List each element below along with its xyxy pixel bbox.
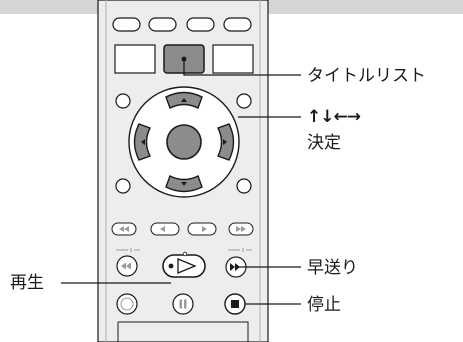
top-pill-button-3[interactable] <box>186 17 215 32</box>
callout-fast-forward: 早送り <box>307 258 358 278</box>
remote-inner-edge <box>105 0 261 342</box>
right-rect-button[interactable] <box>212 44 254 74</box>
callout-title-list: タイトルリスト <box>307 66 426 86</box>
callout-stop: 停止 <box>307 295 341 315</box>
callout-arrows: ↑↓←→ <box>307 107 361 127</box>
callout-play: 再生 <box>10 273 44 293</box>
top-pill-button-4[interactable] <box>223 17 252 32</box>
arrow-left-icon <box>141 139 145 145</box>
callout-enter: 決定 <box>307 133 341 153</box>
bottom-left-button[interactable] <box>116 293 138 315</box>
direction-pad <box>128 86 240 198</box>
play-button-dot <box>182 251 188 257</box>
transport-mini-icons <box>119 226 246 232</box>
stop-icon <box>231 300 239 308</box>
next-track-icon <box>236 226 246 232</box>
step-forward-icon <box>202 226 207 232</box>
previous-track-icon <box>119 226 129 232</box>
top-pill-buttons <box>112 17 252 32</box>
pause-button[interactable] <box>172 293 194 315</box>
side-button-top-right[interactable] <box>236 93 252 109</box>
fast-forward-icon <box>230 263 240 271</box>
step-back-icon <box>160 226 165 232</box>
top-pill-button-2[interactable] <box>148 17 177 32</box>
arrow-right-icon <box>223 139 227 145</box>
rewind-icon <box>121 262 131 270</box>
side-button-bottom-left[interactable] <box>115 178 131 194</box>
arrow-up-icon <box>181 98 187 102</box>
pause-icon <box>179 299 187 309</box>
left-rect-button[interactable] <box>114 44 156 74</box>
enter-button[interactable] <box>166 124 202 160</box>
arrow-down-icon <box>181 182 187 186</box>
play-icon <box>177 258 197 274</box>
side-button-top-left[interactable] <box>115 93 131 109</box>
side-button-bottom-right[interactable] <box>236 178 252 194</box>
bottom-left-button-inner <box>120 297 134 311</box>
top-pill-button-1[interactable] <box>112 17 141 32</box>
leader-title-list <box>183 59 301 76</box>
transport-label-marks <box>116 248 252 252</box>
play-indicator-dot <box>168 263 174 269</box>
leader-lines <box>61 59 301 305</box>
remote-bottom-tray <box>117 321 249 342</box>
